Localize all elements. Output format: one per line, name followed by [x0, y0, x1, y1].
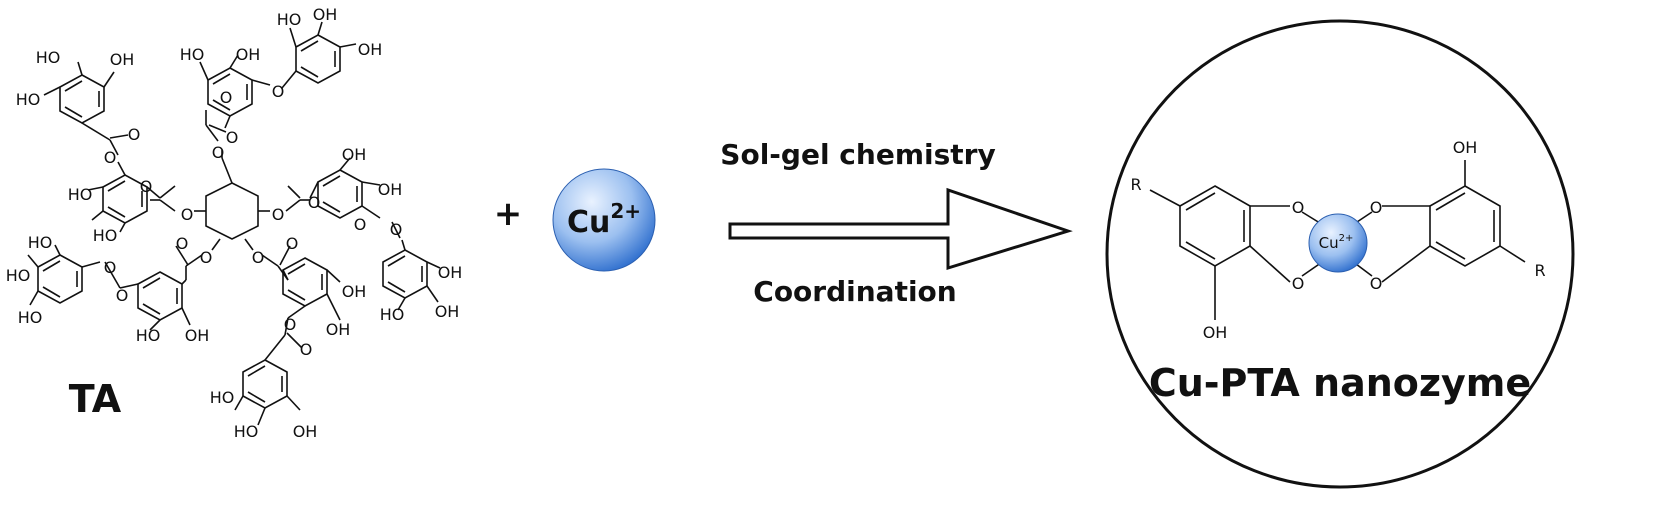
arrow-label-bottom: Coordination: [753, 275, 956, 308]
oxygen-label: O: [116, 286, 129, 305]
hydroxyl-label: HO: [136, 326, 161, 345]
oxygen-label: O: [104, 258, 117, 277]
oxygen-label: O: [104, 148, 117, 167]
oxygen-label: O: [1370, 274, 1383, 293]
oxygen-label: O: [272, 205, 285, 224]
copper-center-label: Cu2+: [1319, 233, 1354, 252]
hydroxyl-label: OH: [1453, 138, 1478, 157]
right-catechol-ring: [1429, 185, 1501, 267]
hydroxyl-label: HO: [277, 10, 302, 29]
hydroxyl-label: OH: [110, 50, 135, 69]
product-label: Cu-PTA nanozyme: [1149, 361, 1531, 405]
hydroxyl-label: OH: [313, 5, 338, 24]
galloyl-ring: [382, 249, 428, 299]
oxygen-label: O: [200, 248, 213, 267]
oxygen-label: O: [286, 234, 299, 253]
oxygen-label: O: [308, 193, 321, 212]
hydroxyl-label: OH: [438, 263, 463, 282]
galloyl-ring: [59, 74, 105, 124]
galloyl-ring: [37, 254, 83, 304]
hydroxyl-label: HO: [6, 266, 31, 285]
hydroxyl-label: OH: [342, 282, 367, 301]
oxygen-label: O: [284, 315, 297, 334]
oxygen-label: O: [390, 220, 403, 239]
oxygen-label: O: [220, 88, 233, 107]
r-group-label: R: [1130, 175, 1141, 194]
hydroxyl-label: OH: [1203, 323, 1228, 342]
oxygen-label: O: [1292, 198, 1305, 217]
reaction-arrow: [728, 187, 1073, 271]
hydroxyl-label: HO: [18, 308, 43, 327]
plus-sign: +: [494, 194, 523, 234]
oxygen-label: O: [128, 125, 141, 144]
galloyl-ring: [242, 359, 288, 409]
hydroxyl-label: HO: [234, 422, 259, 441]
oxygen-label: O: [176, 234, 189, 253]
oxygen-label: O: [252, 248, 265, 267]
galloyl-ring: [295, 34, 341, 84]
r-group-label: R: [1534, 261, 1545, 280]
hydroxyl-label: OH: [236, 45, 261, 64]
hydroxyl-label: HO: [380, 305, 405, 324]
reactant-label: TA: [69, 377, 122, 421]
hydroxyl-label: OH: [326, 320, 351, 339]
hydroxyl-label: HO: [36, 48, 61, 67]
hydroxyl-label: OH: [185, 326, 210, 345]
hydroxyl-label: OH: [342, 145, 367, 164]
hydroxyl-label: OH: [293, 422, 318, 441]
hydroxyl-label: HO: [68, 185, 93, 204]
hydroxyl-label: HO: [210, 388, 235, 407]
galloyl-ring: [317, 169, 363, 219]
copper-charge: 2+: [610, 199, 641, 223]
center-symbol: Cu: [1319, 234, 1339, 252]
tannic-acid-structure: [27, 21, 441, 426]
oxygen-label: O: [1292, 274, 1305, 293]
center-charge: 2+: [1339, 233, 1354, 244]
hydroxyl-label: HO: [93, 226, 118, 245]
product-boundary: [1105, 19, 1575, 489]
oxygen-label: O: [272, 82, 285, 101]
galloyl-ring: [137, 271, 183, 321]
oxygen-label: O: [354, 215, 367, 234]
oxygen-label: O: [181, 205, 194, 224]
hydroxyl-label: HO: [16, 90, 41, 109]
hydroxyl-label: OH: [378, 180, 403, 199]
copper-ion-sphere: [552, 168, 656, 272]
oxygen-label: O: [300, 340, 313, 359]
copper-ion-label: Cu2+: [567, 199, 641, 240]
hydroxyl-label: HO: [180, 45, 205, 64]
glucose-ring: [205, 182, 259, 240]
oxygen-label: O: [226, 128, 239, 147]
oxygen-label: O: [140, 177, 153, 196]
oxygen-label: O: [212, 143, 225, 162]
copper-center-sphere: [1308, 213, 1368, 273]
hydroxyl-label: HO: [28, 233, 53, 252]
hydroxyl-label: OH: [435, 302, 460, 321]
oxygen-label: O: [1370, 198, 1383, 217]
galloyl-ring: [282, 257, 328, 307]
hydroxyl-label: OH: [358, 40, 383, 59]
copper-symbol: Cu: [567, 205, 610, 240]
arrow-label-top: Sol-gel chemistry: [720, 138, 995, 171]
left-catechol-ring: [1179, 185, 1251, 267]
